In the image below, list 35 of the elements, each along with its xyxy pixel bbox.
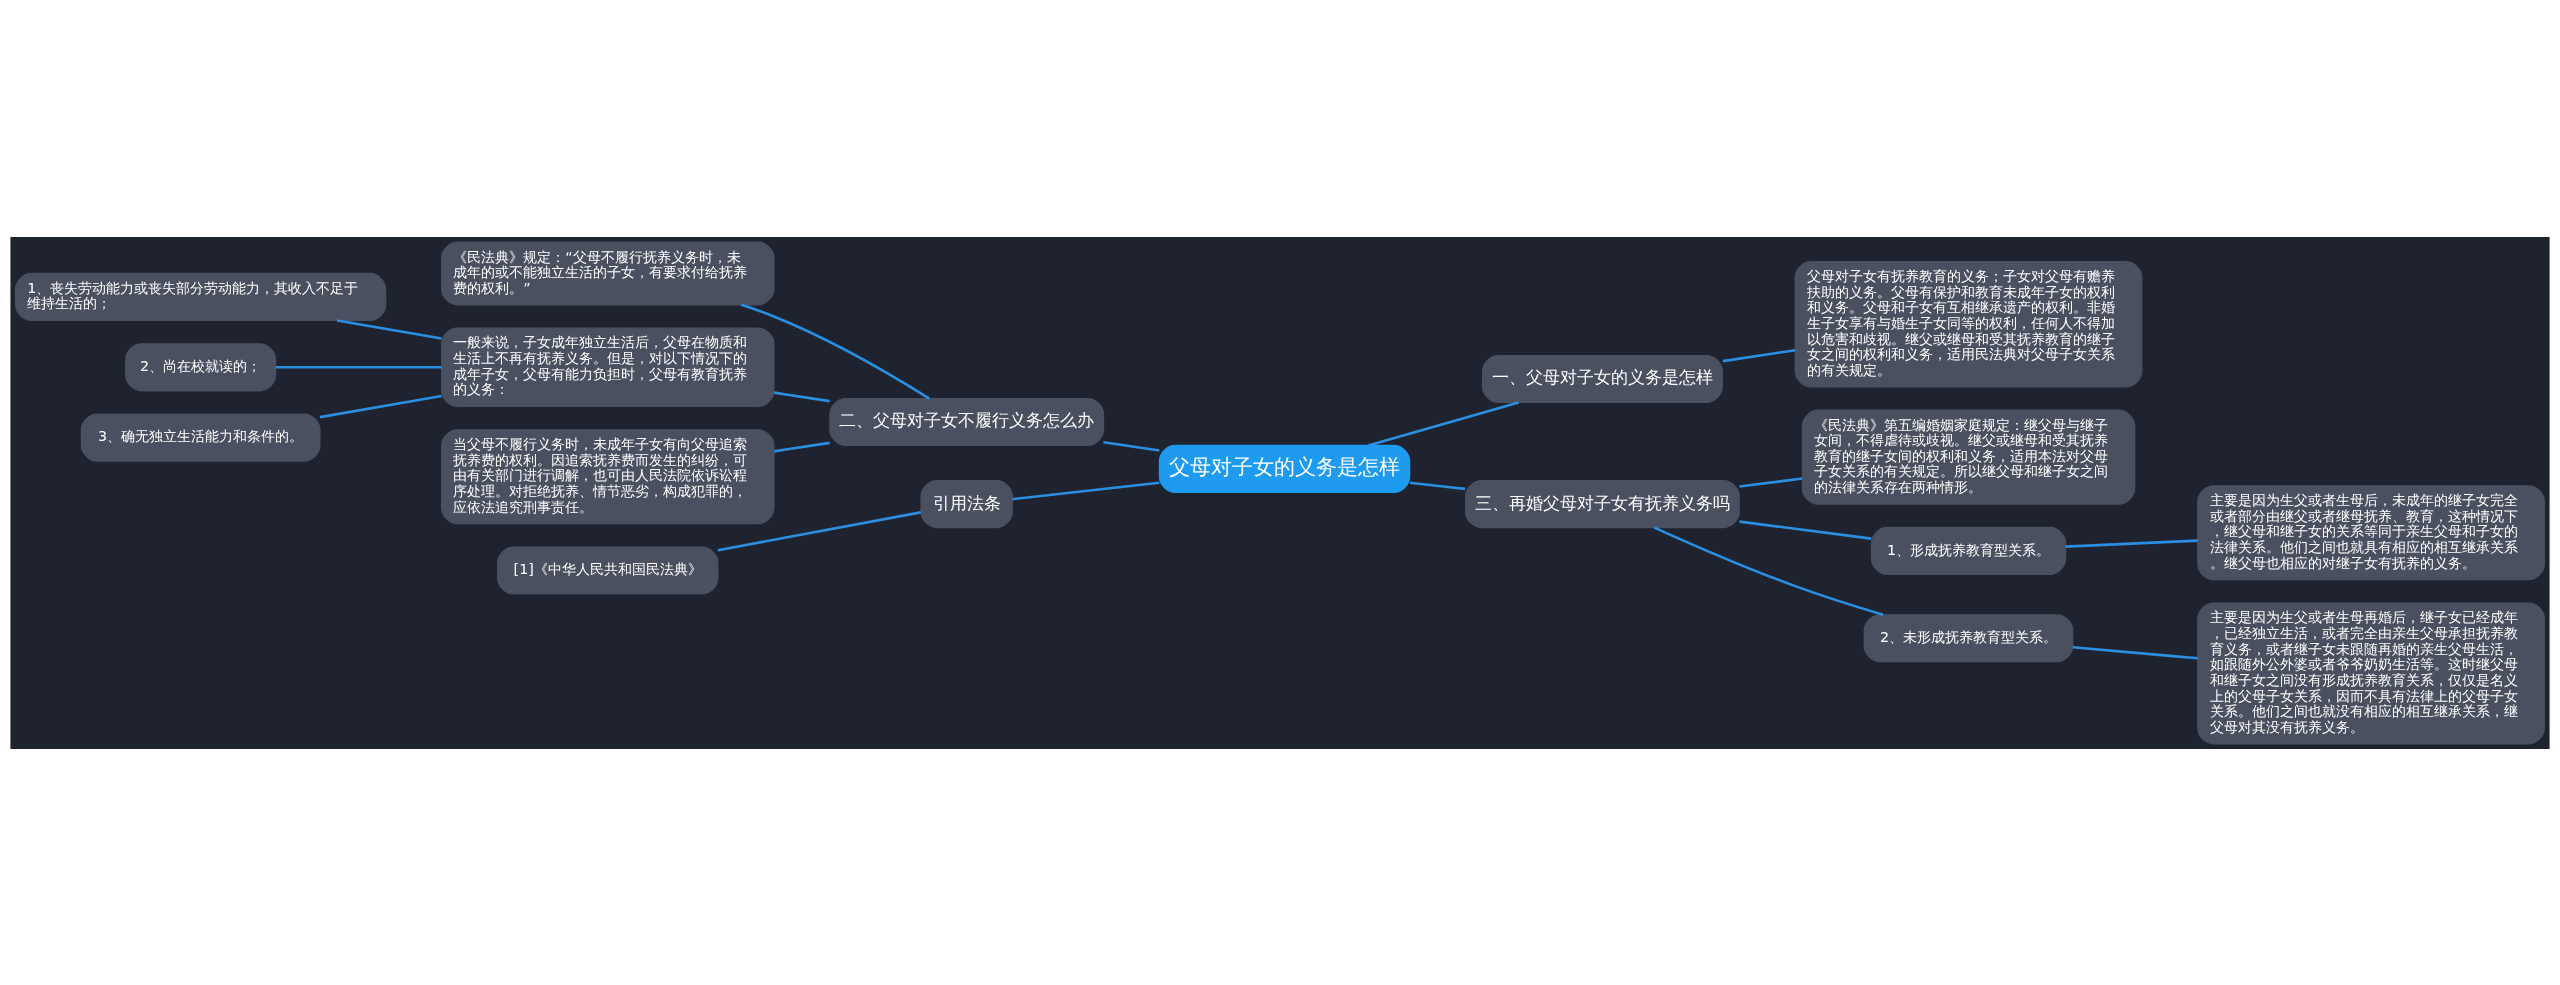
node-box: 1、形成抚养教育型关系。: [1870, 526, 2067, 575]
node-box: 《民法典》规定：“父母不履行抚养义务时，未成年的或不能独立生活的子女，有要求付给抚养费的权利。”: [441, 241, 775, 305]
connector: [774, 390, 830, 402]
node-box: 2、未形成抚养教育型关系。: [1863, 613, 2074, 662]
node-box: 父母对子女的义务是怎样: [1158, 444, 1411, 493]
connector: [1012, 480, 1160, 500]
node-box: [1]《中华人民共和国民法典》: [497, 545, 719, 595]
connector: [1653, 525, 1884, 616]
node-box: 《民法典》第五编婚姻家庭规定：继父母与继子女间，不得虐待或歧视。继父或继母和受其抚养教育的继子女间的权利和义务，适用本法对父母子女关系的有关规定。所以继父母和继子女之间的法律关系存在两种情形。: [1801, 409, 2136, 505]
connector: [1722, 348, 1796, 362]
node-box: 1、丧失劳动能力或丧失部分劳动能力，其收入不足于维持生活的；: [15, 272, 387, 321]
node-box: 当父母不履行义务时，未成年子女有向父母追索抚养费的权利。因追索抚养费而发生的纠纷，可由有关部门进行调解，也可由人民法院依诉讼程序处理。对拒绝抚养、情节恶劣，构成犯罪的，应依法追究刑事责任。: [441, 428, 775, 524]
connector: [1367, 400, 1519, 447]
connector: [1409, 480, 1466, 490]
connector: [275, 365, 442, 369]
node-box: 主要是因为生父或者生母后，未成年的继子女完全或者部分由继父或者继母抚养、教育，这种情况下，继父母和继子女的关系等同于亲生父母和子女的法律关系。他们之间也就具有相应的相互继承关系。继父母也相应的对继子女有抚养的义务。: [2197, 484, 2545, 580]
connector: [319, 394, 442, 418]
connector: [2065, 538, 2198, 548]
connector: [774, 441, 830, 453]
connector: [336, 318, 442, 340]
connector: [1103, 440, 1160, 452]
connector: [1739, 519, 1872, 540]
node-box: 三、再婚父母对子女有抚养义务吗: [1465, 479, 1740, 528]
node-box: 一般来说，子女成年独立生活后，父母在物质和生活上不再有抚养义务。但是，对以下情况下的成年子女，父母有能力负担时，父母有教育抚养的义务：: [441, 327, 775, 407]
connector: [2072, 645, 2198, 660]
node-box: 一、父母对子女的义务是怎样: [1481, 354, 1723, 403]
connector: [740, 303, 930, 400]
connector: [717, 510, 921, 551]
node-box: 3、确无独立生活能力和条件的。: [80, 413, 321, 462]
node-box: 二、父母对子女不履行义务怎么办: [829, 397, 1105, 446]
node-box: 2、尚在校就读的；: [125, 342, 277, 391]
connector: [1739, 476, 1803, 488]
node-box: 引用法条: [920, 479, 1013, 528]
node-box: 主要是因为生父或者生母再婚后，继子女已经成年，已经独立生活，或者完全由亲生父母承担抚养教育义务，或者继子女未跟随再婚的亲生父母生活，如跟随外公外婆或者爷爷奶奶生活等。这时继父母和继子女之间没有形成抚养教育关系，仅仅是名义上的父母子女关系，因而不具有法律上的父母子女关系。他们之间也就没有相应的相互继承关系，继父母对其没有抚养义务。: [2197, 601, 2545, 744]
node-box: 父母对子女有抚养教育的义务；子女对父母有赡养扶助的义务。父母有保护和教育未成年子女的权利和义务。父母和子女有互相继承遗产的权利。非婚生子女享有与婚生子女同等的权利，任何人不得加以危害和歧视。继父或继母和受其抚养教育的继子女之间的权利和义务，适用民法典对父母子女关系的有关规定。: [1794, 260, 2143, 387]
